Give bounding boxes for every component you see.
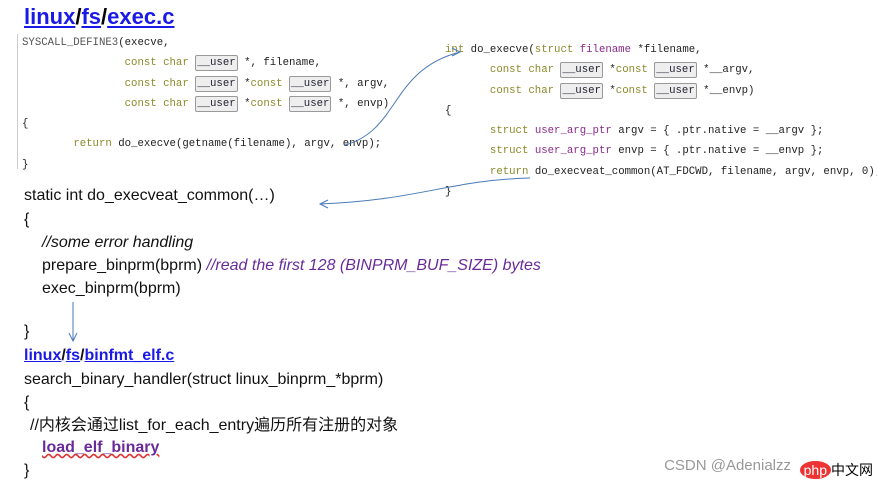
code-line: const char __user *const __user *, envp) bbox=[22, 94, 389, 114]
code-line: const char __user *const __user *__argv, bbox=[445, 60, 877, 80]
code-token: *, argv, bbox=[331, 77, 390, 90]
code-line: return do_execveat_common(AT_FDCWD, file… bbox=[445, 162, 877, 182]
code-token: do_execve(getname(filename), argv, envp)… bbox=[118, 138, 382, 151]
code-token: * bbox=[602, 64, 616, 77]
prepare-binprm-call: prepare_binprm(bprm) bbox=[42, 257, 207, 274]
code-line: { bbox=[445, 101, 877, 121]
code-line: struct user_arg_ptr envp = { .ptr.native… bbox=[445, 141, 877, 161]
code-token: const bbox=[615, 64, 655, 77]
code-line: int do_execve(struct filename *filename, bbox=[445, 40, 877, 60]
code-token: *, envp) bbox=[331, 97, 390, 110]
code-token: * bbox=[602, 84, 616, 97]
code-token: } bbox=[445, 186, 452, 199]
code-token: argv = { .ptr.native = __argv }; bbox=[618, 125, 824, 138]
code-token: struct bbox=[489, 145, 535, 158]
code-token: do_execveat_common(AT_FDCWD, filename, a… bbox=[534, 165, 877, 178]
code-token: user_arg_ptr bbox=[534, 125, 619, 138]
file-path-title: linux/fs/exec.c bbox=[24, 4, 175, 29]
code-token: struct bbox=[534, 44, 580, 56]
user-annotation: __user bbox=[288, 75, 332, 92]
user-annotation: __user bbox=[560, 82, 603, 99]
user-annotation: __user bbox=[195, 75, 238, 92]
code-line: struct user_arg_ptr argv = { .ptr.native… bbox=[445, 121, 877, 141]
code-token: const bbox=[250, 77, 289, 90]
code-line: { bbox=[22, 114, 389, 134]
code-token: filename bbox=[579, 44, 638, 56]
syscall-define-code: SYSCALL_DEFINE3(execve, const char __use… bbox=[22, 33, 389, 175]
arrow-to-do-execve bbox=[344, 51, 461, 146]
code-line: SYSCALL_DEFINE3(execve, bbox=[22, 33, 389, 53]
user-annotation: __user bbox=[560, 62, 603, 79]
code-line: } bbox=[22, 155, 389, 175]
prepare-binprm-comment: //read the first 128 (BINPRM_BUF_SIZE) b… bbox=[206, 257, 541, 274]
user-annotation: __user bbox=[288, 95, 332, 112]
brace-close: } bbox=[24, 323, 30, 340]
code-line: const char __user *const __user *, argv, bbox=[22, 74, 389, 94]
user-annotation: __user bbox=[654, 62, 697, 79]
load-elf-binary: load_elf_binary bbox=[42, 439, 160, 456]
comment-error-handling: //some error handling bbox=[42, 234, 194, 251]
link-linux-2[interactable]: linux bbox=[24, 347, 62, 364]
code-token: const char bbox=[124, 77, 196, 90]
user-annotation: __user bbox=[195, 95, 238, 112]
brace-open: { bbox=[24, 211, 30, 228]
code-token: (execve, bbox=[118, 37, 170, 49]
link-exec-c[interactable]: exec.c bbox=[107, 4, 175, 29]
link-linux[interactable]: linux bbox=[24, 4, 76, 29]
watermark: CSDN @Adenialzz bbox=[664, 457, 791, 474]
comment-list-for-each: //内核会通过list_for_each_entry遍历所有注册的对象 bbox=[30, 417, 399, 434]
code-token: } bbox=[22, 158, 29, 171]
link-binfmt-elf[interactable]: binfmt_elf.c bbox=[84, 347, 175, 364]
code-token: { bbox=[445, 104, 452, 117]
code-gutter-line bbox=[17, 34, 18, 169]
code-token: struct bbox=[489, 125, 535, 138]
code-token: return bbox=[489, 165, 535, 178]
code-line: return do_execve(getname(filename), argv… bbox=[22, 134, 389, 154]
code-token: const char bbox=[489, 64, 561, 77]
code-token: *__argv, bbox=[696, 64, 755, 77]
do-execve-code: int do_execve(struct filename *filename,… bbox=[445, 40, 877, 202]
code-token: return bbox=[73, 138, 119, 151]
user-annotation: __user bbox=[195, 55, 238, 72]
code-line: const char __user *const __user *__envp) bbox=[445, 81, 877, 101]
link-fs-2[interactable]: fs bbox=[65, 347, 81, 364]
code-token: envp = { .ptr.native = __envp }; bbox=[618, 145, 824, 158]
code-token: const char bbox=[124, 97, 196, 110]
arrow-to-execveat-common bbox=[319, 177, 531, 205]
code-line: } bbox=[445, 182, 877, 202]
code-token: *__envp) bbox=[696, 84, 755, 97]
brace-open-2: { bbox=[24, 394, 30, 411]
code-token: const char bbox=[124, 57, 196, 70]
code-token: * bbox=[237, 77, 251, 90]
code-token: *filename, bbox=[637, 44, 702, 56]
brace-close-2: } bbox=[24, 462, 30, 479]
code-token: user_arg_ptr bbox=[534, 145, 619, 158]
exec-binprm-call: exec_binprm(bprm) bbox=[42, 280, 181, 297]
code-token: int bbox=[445, 44, 471, 56]
code-token: const bbox=[615, 84, 655, 97]
prepare-binprm-line: prepare_binprm(bprm) //read the first 12… bbox=[42, 256, 541, 275]
code-token: const bbox=[250, 97, 289, 110]
code-line: const char __user *, filename, bbox=[22, 53, 389, 73]
code-token: *, filename, bbox=[237, 57, 322, 70]
search-binary-handler: search_binary_handler(struct linux_binpr… bbox=[24, 371, 384, 388]
code-token: * bbox=[237, 97, 251, 110]
code-token: const char bbox=[489, 84, 561, 97]
code-token: { bbox=[22, 118, 29, 131]
user-annotation: __user bbox=[654, 82, 697, 99]
code-token: do_execve( bbox=[470, 44, 535, 56]
link-fs[interactable]: fs bbox=[81, 4, 102, 29]
binfmt-path: linux/fs/binfmt_elf.c bbox=[24, 347, 175, 364]
execveat-signature: static int do_execveat_common(…) bbox=[24, 187, 275, 204]
code-token: SYSCALL_DEFINE3 bbox=[22, 37, 119, 49]
